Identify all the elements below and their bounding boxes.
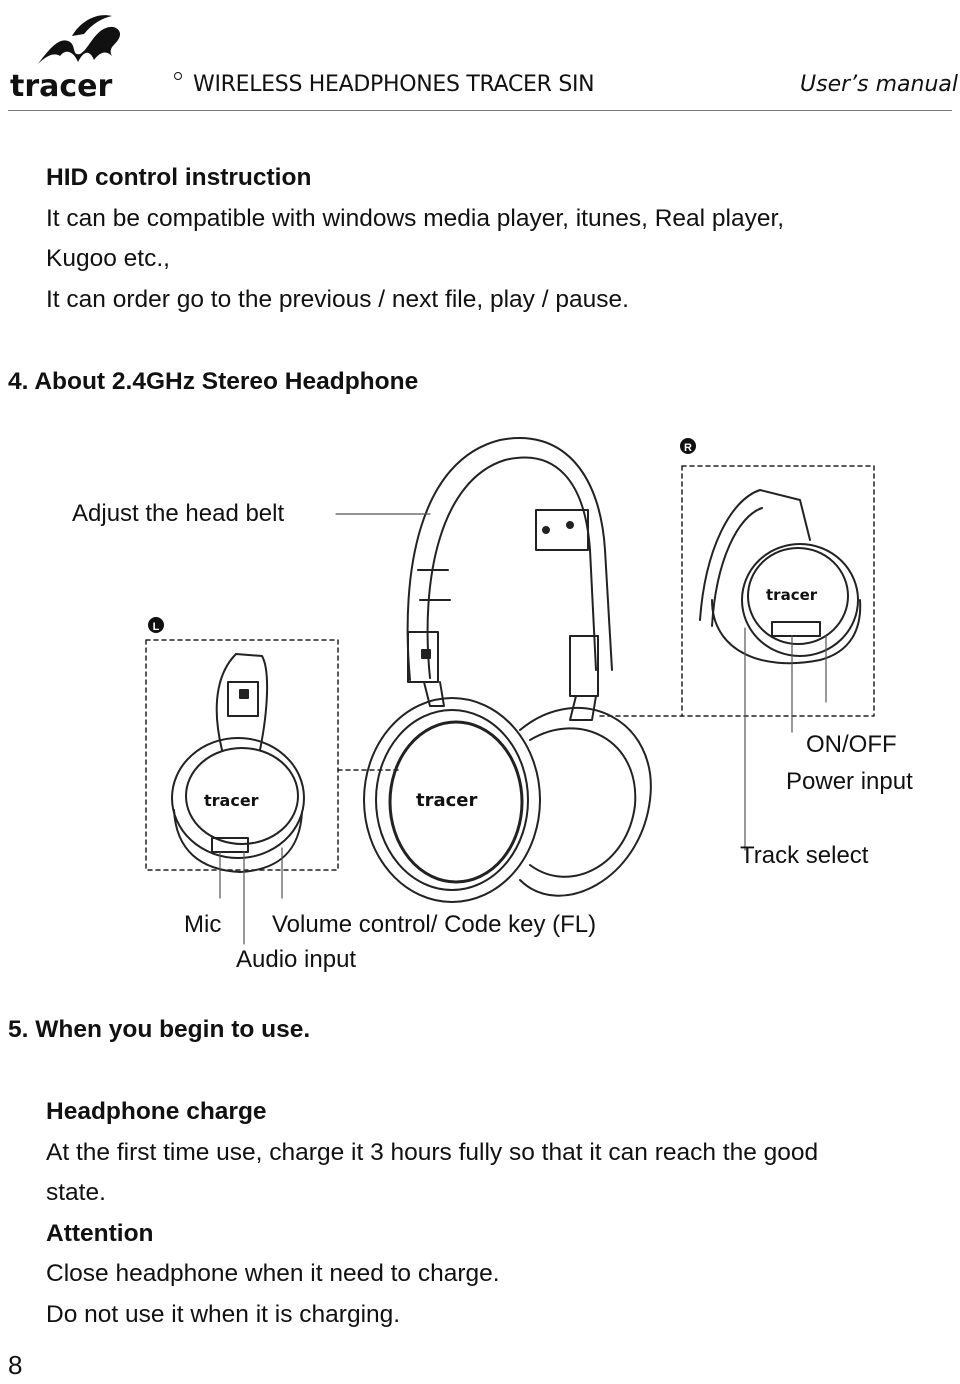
left-inset-box xyxy=(145,639,339,871)
right-inset-box xyxy=(681,465,875,717)
onoff-label: ON/OFF xyxy=(806,731,897,758)
section5-heading: 5. When you begin to use. xyxy=(8,1016,311,1043)
right-ear-pad xyxy=(519,706,652,897)
track-select-label: Track select xyxy=(740,842,869,869)
hid-line-3: It can order go to the previous / next f… xyxy=(46,285,629,313)
right-marker: R xyxy=(684,442,692,454)
left-marker: L xyxy=(153,621,160,633)
main-cup-logo: tracer xyxy=(416,790,478,811)
section4-heading: 4. About 2.4GHz Stereo Headphone xyxy=(8,368,419,395)
mic-label: Mic xyxy=(184,911,222,938)
attention-heading: Attention xyxy=(46,1219,154,1247)
right-cup-logo: tracer xyxy=(766,586,818,604)
volume-control-label: Volume control/ Code key (FL) xyxy=(272,911,597,938)
header-title: WIRELESS HEADPHONES TRACER SIN xyxy=(193,72,595,97)
left-cup-logo: tracer xyxy=(204,791,259,810)
logo-swoosh xyxy=(38,26,121,64)
hid-line-1: It can be compatible with windows media … xyxy=(46,204,785,232)
hid-heading: HID control instruction xyxy=(46,164,312,191)
adjust-belt-label: Adjust the head belt xyxy=(72,500,285,527)
main-ear-cup xyxy=(363,697,541,903)
tracer-logo: tracer xyxy=(10,15,182,102)
audio-input-label: Audio input xyxy=(236,946,357,973)
charge-line-3: Close headphone when it need to charge. xyxy=(46,1260,500,1287)
charge-heading: Headphone charge xyxy=(46,1098,267,1125)
left-inset-ear-cup xyxy=(171,737,305,859)
charge-line-1: At the first time use, charge it 3 hours… xyxy=(46,1138,819,1166)
header-manual: User’s manual xyxy=(800,72,958,97)
headphone-diagram: tracer tracer tracer R L xyxy=(145,437,875,945)
header-divider xyxy=(8,110,952,111)
power-input-label: Power input xyxy=(786,768,913,795)
hid-line-2: Kugoo etc., xyxy=(46,245,170,272)
charge-section: Headphone charge At the first time use, … xyxy=(46,1092,946,1335)
headband xyxy=(406,437,613,681)
logo-wordmark: tracer xyxy=(10,69,113,102)
right-inset-ear-cup xyxy=(741,543,859,657)
page-number: 8 xyxy=(8,1350,23,1380)
charge-line-2: state. xyxy=(46,1179,106,1206)
hid-section: HID control instruction It can be compat… xyxy=(46,158,926,320)
charge-line-4: Do not use it when it is charging. xyxy=(46,1300,401,1328)
